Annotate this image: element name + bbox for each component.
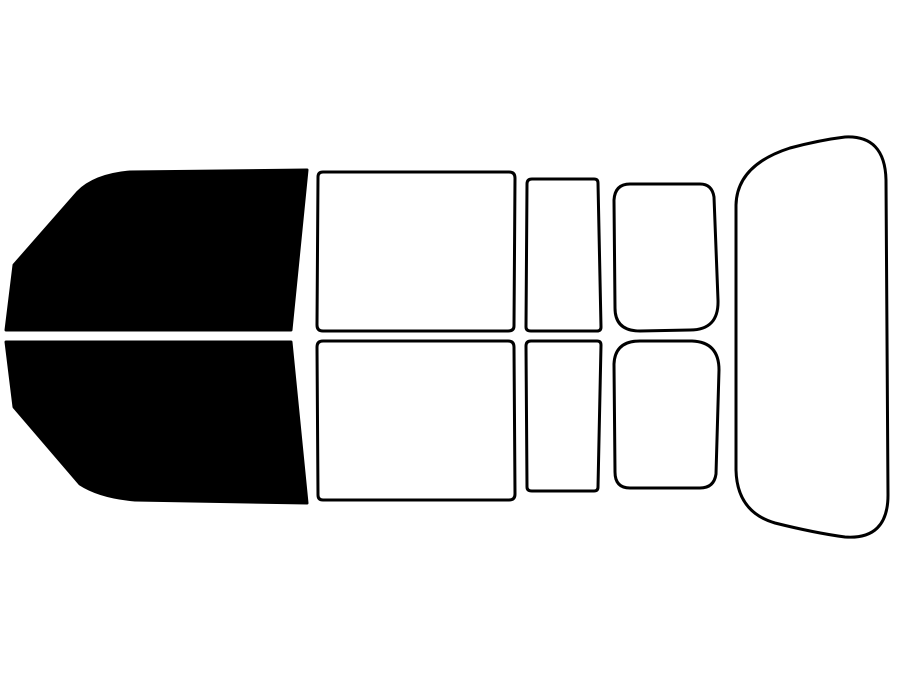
front-door-upper-window — [4, 168, 309, 332]
front-door-lower-window — [4, 340, 309, 505]
vent-window-upper — [612, 182, 720, 333]
quarter-window-upper — [524, 177, 603, 333]
rear-door-lower-window — [315, 339, 517, 502]
vent-window-lower — [612, 339, 721, 490]
rear-door-upper-window — [315, 170, 517, 333]
rear-windshield — [734, 135, 890, 539]
quarter-window-lower — [524, 339, 603, 493]
